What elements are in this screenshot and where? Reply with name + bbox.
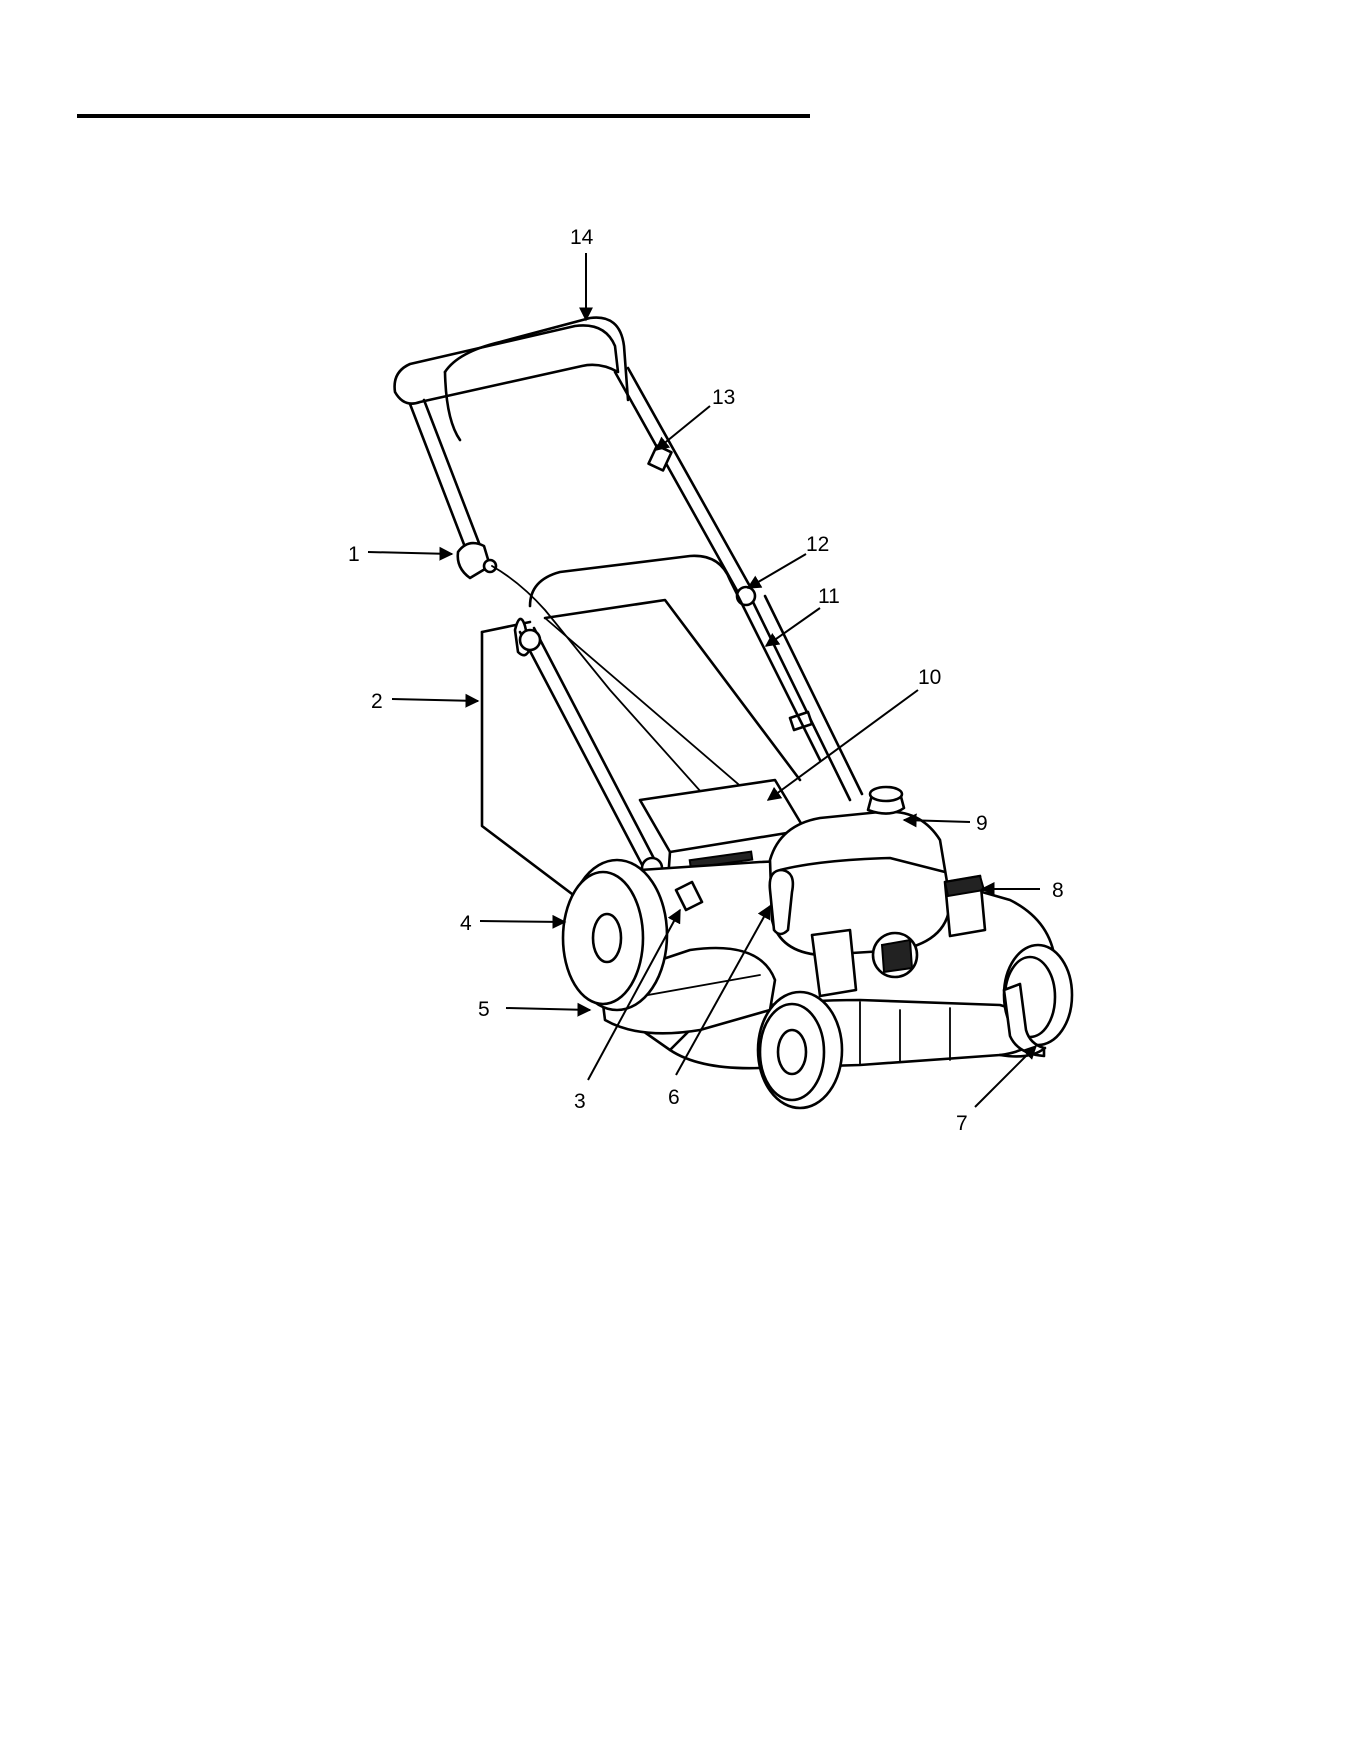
callout-13: 13 <box>712 386 735 409</box>
mower-illustration <box>395 318 1072 1108</box>
callout-8: 8 <box>1052 879 1064 902</box>
callout-12: 12 <box>806 533 829 556</box>
front-right-wheel <box>1004 945 1072 1056</box>
leader-12 <box>748 554 806 588</box>
handle-assembly <box>395 318 862 880</box>
callout-5: 5 <box>478 998 490 1021</box>
leader-1 <box>368 552 452 554</box>
callout-2: 2 <box>371 690 383 713</box>
callout-4: 4 <box>460 912 472 935</box>
callout-11: 11 <box>818 585 840 608</box>
leader-4 <box>480 921 565 922</box>
callout-7: 7 <box>956 1112 968 1135</box>
leader-5 <box>506 1008 590 1010</box>
rear-wheel <box>563 860 667 1010</box>
leader-13 <box>656 406 710 450</box>
callout-3: 3 <box>574 1090 586 1113</box>
callout-10: 10 <box>918 666 941 689</box>
leader-2 <box>392 699 478 701</box>
callout-1: 1 <box>348 543 360 566</box>
callout-9: 9 <box>976 812 988 835</box>
grass-bag <box>482 619 580 900</box>
callout-6: 6 <box>668 1086 680 1109</box>
front-left-wheel <box>758 992 842 1108</box>
callout-14: 14 <box>570 226 594 249</box>
